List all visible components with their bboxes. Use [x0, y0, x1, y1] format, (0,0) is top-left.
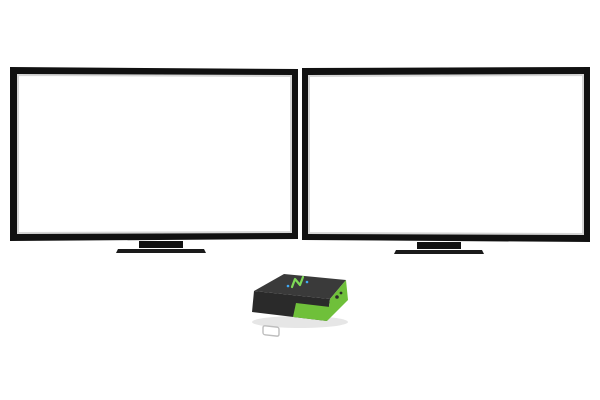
right-monitor-base	[394, 250, 484, 254]
device-top	[254, 274, 346, 299]
device-side-port-2	[339, 291, 343, 295]
left-monitor	[10, 67, 298, 253]
right-monitor-neck	[417, 242, 461, 249]
left-monitor-base	[116, 249, 206, 253]
thin-client-device	[252, 274, 348, 337]
left-monitor-neck	[139, 241, 183, 248]
device-side-port-1	[335, 295, 339, 299]
right-monitor	[302, 67, 590, 254]
left-monitor-screen	[17, 73, 292, 235]
device-port	[262, 325, 280, 337]
right-monitor-screen	[308, 73, 584, 236]
n-logo-icon	[286, 275, 309, 289]
device-side-accent	[327, 280, 348, 321]
device-front-accent	[293, 303, 330, 321]
